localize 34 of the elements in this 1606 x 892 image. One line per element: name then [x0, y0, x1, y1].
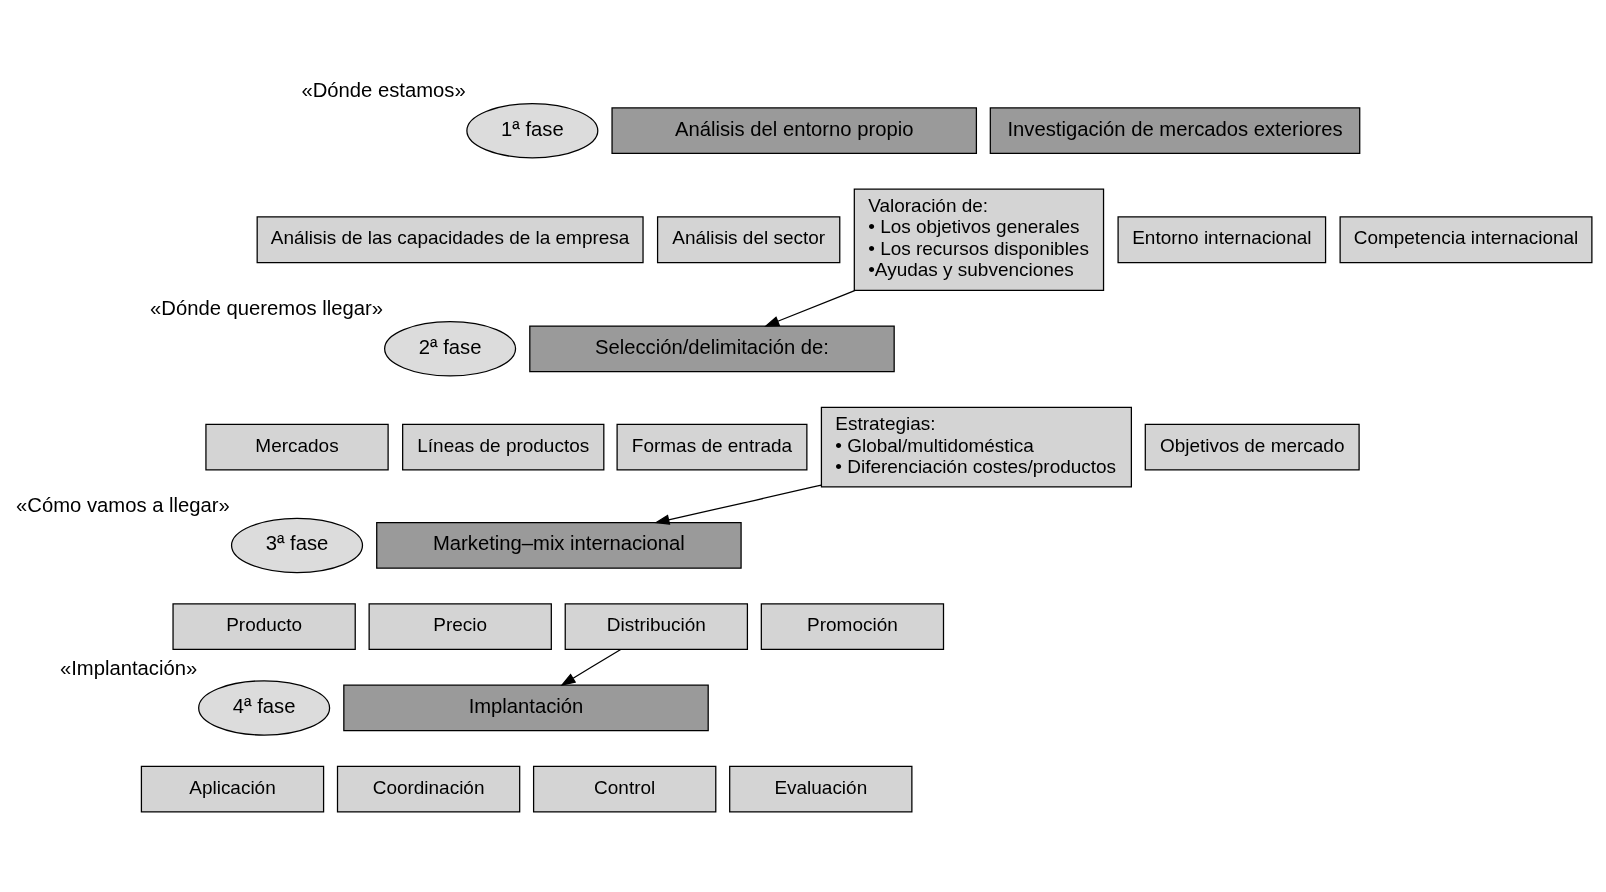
node-box: Investigación de mercados exteriores — [989, 106, 1361, 154]
node-box: Competencia internacional — [1339, 215, 1593, 263]
node-box: Evaluación — [729, 765, 913, 813]
node-label: «Cómo vamos a llegar» — [16, 493, 230, 516]
node-ellipse: 3ª fase — [230, 517, 364, 573]
node-box: Valoración de: • Los objetivos generales • Los recursos disponibles •Ayudas y subvenciones — [853, 188, 1105, 291]
node-label: «Dónde queremos llegar» — [150, 296, 383, 319]
node-box: Aplicación — [140, 765, 325, 813]
node-ellipse: 2ª fase — [384, 320, 517, 377]
node-box: Distribución — [564, 602, 749, 650]
node-box: Análisis de las capacidades de la empresa — [256, 215, 644, 263]
node-box: Coordinación — [336, 765, 521, 813]
node-box: Implantación — [343, 684, 709, 731]
node-box: Líneas de productos — [402, 423, 605, 471]
arrow — [764, 289, 856, 327]
node-box: Objetivos de mercado — [1144, 423, 1360, 471]
node-box: Entorno internacional — [1117, 215, 1327, 263]
node-box: Precio — [368, 602, 552, 650]
arrow — [654, 483, 822, 525]
node-box: Marketing–mix internacional — [376, 521, 742, 569]
node-box: Análisis del entorno propio — [611, 106, 978, 154]
node-box: Mercados — [205, 423, 389, 471]
node-box: Control — [532, 765, 717, 813]
node-box: Producto — [172, 602, 356, 650]
node-box: Selección/delimitación de: — [529, 324, 895, 372]
node-box: Promoción — [760, 602, 945, 650]
node-box: Formas de entrada — [616, 423, 808, 471]
node-box: Estrategias: • Global/multidoméstica • Diferenciación costes/productos — [820, 406, 1132, 488]
node-label: «Implantación» — [59, 656, 198, 679]
node-label: «Dónde estamos» — [301, 78, 466, 101]
node-box: Análisis del sector — [656, 215, 841, 263]
node-ellipse: 1ª fase — [466, 102, 599, 158]
node-ellipse: 4ª fase — [198, 679, 331, 736]
arrow — [560, 648, 622, 686]
